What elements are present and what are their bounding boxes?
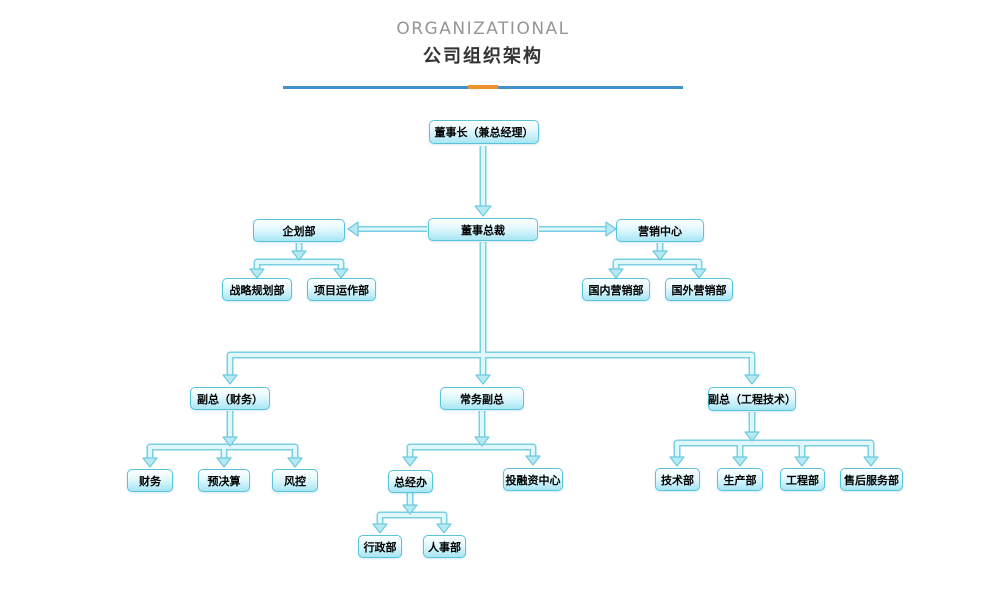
org-node-executive-vp: 常务副总: [440, 387, 524, 410]
arrowhead-down-icon: [794, 456, 810, 467]
title-divider-accent: [468, 85, 498, 89]
arrowhead-down-icon: [216, 457, 232, 468]
org-node-hr: 人事部: [423, 535, 466, 558]
arrowhead-down-icon: [402, 504, 418, 515]
org-node-engineering: 工程部: [780, 468, 825, 491]
arrowhead-down-icon: [333, 268, 349, 279]
org-node-finance: 财务: [127, 469, 173, 492]
arrowhead-down-icon: [474, 205, 492, 217]
page-title-en: ORGANIZATIONAL: [396, 19, 570, 39]
arrowhead-down-icon: [732, 456, 748, 467]
connector-fills: [148, 146, 873, 525]
page-header: ORGANIZATIONAL 公司组织架构: [283, 18, 683, 69]
arrowhead-right-icon: [605, 221, 617, 237]
org-node-overseas-marketing: 国外营销部: [665, 278, 733, 301]
edge-vpengineering-children: [673, 439, 875, 458]
org-node-vp-engineering: 副总（工程技术）: [708, 387, 796, 411]
arrowhead-down-icon: [744, 431, 760, 442]
org-node-tech: 技术部: [655, 468, 700, 491]
arrowhead-down-icon: [608, 268, 624, 279]
org-node-investment-center: 投融资中心: [503, 468, 563, 491]
arrowhead-down-icon: [474, 436, 490, 447]
org-node-risk-control: 风控: [272, 469, 318, 492]
org-node-vp-finance: 副总（财务）: [190, 387, 270, 410]
org-node-domestic-marketing: 国内营销部: [582, 278, 650, 301]
arrowhead-down-icon: [436, 523, 452, 534]
arrowhead-down-icon: [691, 268, 707, 279]
arrowhead-down-icon: [222, 374, 238, 385]
org-node-administration: 行政部: [358, 535, 402, 558]
arrowhead-down-icon: [222, 436, 238, 447]
org-node-president: 董事总裁: [428, 218, 538, 241]
org-node-production: 生产部: [717, 468, 763, 491]
arrowhead-down-icon: [291, 250, 307, 261]
arrowhead-down-icon: [669, 456, 685, 467]
arrowhead-down-icon: [402, 456, 418, 467]
arrowhead-down-icon: [249, 268, 265, 279]
org-node-budget: 预决算: [198, 469, 250, 492]
org-node-after-sales: 售后服务部: [840, 468, 903, 491]
edge-president-vps-bar: [226, 351, 756, 376]
org-node-gm-office: 总经办: [388, 470, 433, 493]
org-node-planning: 企划部: [253, 219, 345, 242]
arrowhead-down-icon: [475, 374, 491, 385]
arrowhead-left-icon: [347, 221, 359, 237]
org-node-marketing-center: 营销中心: [616, 219, 704, 242]
page-title-zh: 公司组织架构: [423, 46, 543, 67]
org-node-project-operations: 项目运作部: [307, 278, 376, 301]
arrowhead-down-icon: [287, 457, 303, 468]
arrowhead-down-icon: [142, 457, 158, 468]
connector-arrowheads: [142, 205, 879, 534]
arrowhead-down-icon: [372, 523, 388, 534]
org-node-strategic-planning: 战略规划部: [222, 278, 292, 301]
title-divider: [283, 85, 683, 89]
org-node-chairman: 董事长（兼总经理）: [429, 120, 539, 144]
arrowhead-down-icon: [744, 374, 760, 385]
arrowhead-down-icon: [652, 250, 668, 261]
arrowhead-down-icon: [863, 456, 879, 467]
arrowhead-down-icon: [525, 455, 541, 466]
